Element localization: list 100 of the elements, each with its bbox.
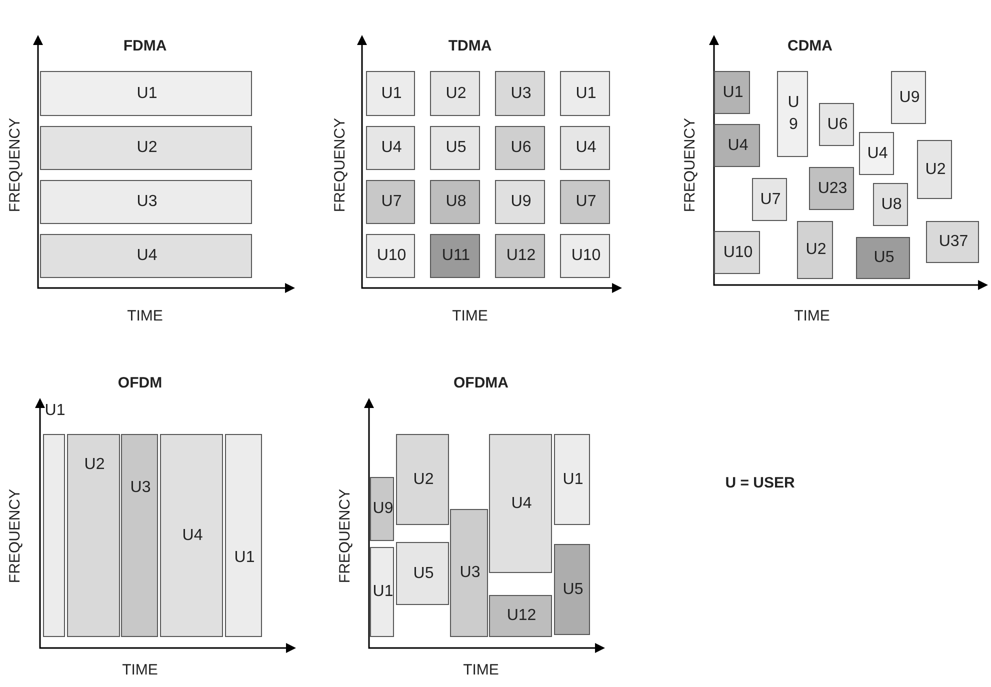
user-block bbox=[160, 434, 223, 637]
user-block bbox=[714, 71, 750, 114]
axis-label: FREQUENCY bbox=[6, 488, 24, 584]
user-label: U1 bbox=[44, 402, 66, 420]
user-block bbox=[917, 140, 952, 199]
user-label: U4 bbox=[728, 136, 748, 154]
axis-label: TIME bbox=[122, 662, 158, 678]
user-label: U4 bbox=[182, 526, 203, 544]
user-label: U5 bbox=[413, 564, 434, 582]
user-block bbox=[797, 221, 833, 279]
user-label: U6 bbox=[510, 139, 532, 157]
user-block bbox=[752, 178, 787, 221]
chart-title: FDMA bbox=[123, 38, 167, 54]
user-label: U2 bbox=[84, 456, 105, 474]
user-label: U4 bbox=[867, 144, 888, 162]
user-label: U1 bbox=[234, 549, 255, 567]
user-label: U4 bbox=[381, 139, 402, 157]
axis-label: FREQUENCY bbox=[6, 118, 24, 212]
user-label: U4 bbox=[576, 139, 596, 157]
user-label: U1 bbox=[722, 84, 744, 102]
user-label: U6 bbox=[827, 116, 848, 134]
user-label: U5 bbox=[446, 139, 466, 157]
user-label: U2 bbox=[446, 84, 466, 102]
user-label: U12 bbox=[506, 247, 536, 265]
note-text: U = USER bbox=[725, 474, 795, 492]
user-label: U3 bbox=[510, 84, 532, 102]
user-label: U7 bbox=[576, 193, 596, 211]
user-label: U 9 bbox=[786, 93, 800, 135]
user-label: U4 bbox=[511, 494, 532, 512]
user-label: U3 bbox=[130, 479, 151, 497]
user-label: U10 bbox=[376, 247, 406, 265]
user-label: U8 bbox=[881, 196, 902, 214]
axis-label: FREQUENCY bbox=[336, 488, 354, 584]
user-block bbox=[121, 434, 158, 637]
user-block bbox=[40, 180, 252, 224]
chart-title: TDMA bbox=[448, 38, 492, 54]
user-block bbox=[396, 434, 449, 525]
user-label: U10 bbox=[723, 244, 753, 262]
user-label: U1 bbox=[381, 84, 402, 102]
user-block bbox=[714, 124, 760, 167]
axis-label: TIME bbox=[127, 308, 163, 324]
user-block bbox=[777, 71, 808, 157]
user-label: U9 bbox=[372, 500, 394, 518]
user-label: U23 bbox=[818, 180, 848, 198]
user-block bbox=[560, 234, 610, 278]
user-label: U10 bbox=[571, 247, 601, 265]
user-block bbox=[370, 547, 394, 637]
user-block bbox=[809, 167, 854, 210]
user-block bbox=[430, 126, 480, 170]
user-label: U3 bbox=[136, 193, 158, 211]
user-block bbox=[819, 103, 854, 146]
axis-label: TIME bbox=[794, 308, 830, 324]
user-block bbox=[396, 542, 449, 605]
user-block bbox=[370, 477, 394, 541]
user-label: U12 bbox=[506, 607, 536, 625]
user-block bbox=[40, 234, 252, 278]
axis-label: FREQUENCY bbox=[332, 118, 348, 212]
user-block bbox=[495, 234, 545, 278]
user-label: U5 bbox=[562, 580, 584, 598]
user-label: U9 bbox=[899, 88, 920, 106]
user-block bbox=[560, 180, 610, 224]
user-block bbox=[430, 71, 480, 116]
user-block bbox=[560, 126, 610, 170]
user-block bbox=[430, 234, 480, 278]
user-label: U1 bbox=[136, 84, 158, 102]
user-block bbox=[366, 71, 415, 116]
user-block bbox=[560, 71, 610, 116]
axis-label: TIME bbox=[452, 308, 488, 324]
user-label: U1 bbox=[562, 470, 584, 488]
user-block bbox=[856, 237, 910, 279]
user-block bbox=[926, 221, 979, 263]
user-label: U9 bbox=[510, 193, 532, 211]
user-block bbox=[40, 71, 252, 116]
user-block bbox=[891, 71, 926, 124]
chart-title: CDMA bbox=[788, 38, 832, 54]
user-block bbox=[450, 509, 488, 637]
user-label: U2 bbox=[925, 160, 946, 178]
chart-title: OFDM bbox=[118, 374, 162, 392]
user-label: U2 bbox=[806, 241, 826, 259]
user-label: U4 bbox=[136, 247, 158, 265]
user-block bbox=[554, 544, 590, 635]
axis-label: TIME bbox=[463, 662, 499, 678]
user-block bbox=[714, 231, 760, 274]
user-block bbox=[495, 180, 545, 224]
user-label: U1 bbox=[576, 84, 596, 102]
user-label: U8 bbox=[446, 193, 466, 211]
user-block bbox=[366, 126, 415, 170]
user-block bbox=[225, 434, 262, 637]
user-label: U7 bbox=[381, 193, 402, 211]
user-block bbox=[366, 180, 415, 224]
user-label: U37 bbox=[938, 233, 968, 251]
user-label: U2 bbox=[413, 470, 434, 488]
user-block bbox=[430, 180, 480, 224]
user-block bbox=[366, 234, 415, 278]
user-block bbox=[859, 132, 894, 175]
user-block bbox=[495, 71, 545, 116]
user-label: U3 bbox=[460, 564, 480, 582]
user-block bbox=[67, 434, 120, 637]
axis-label: FREQUENCY bbox=[682, 118, 698, 212]
user-label: U11 bbox=[442, 247, 470, 265]
